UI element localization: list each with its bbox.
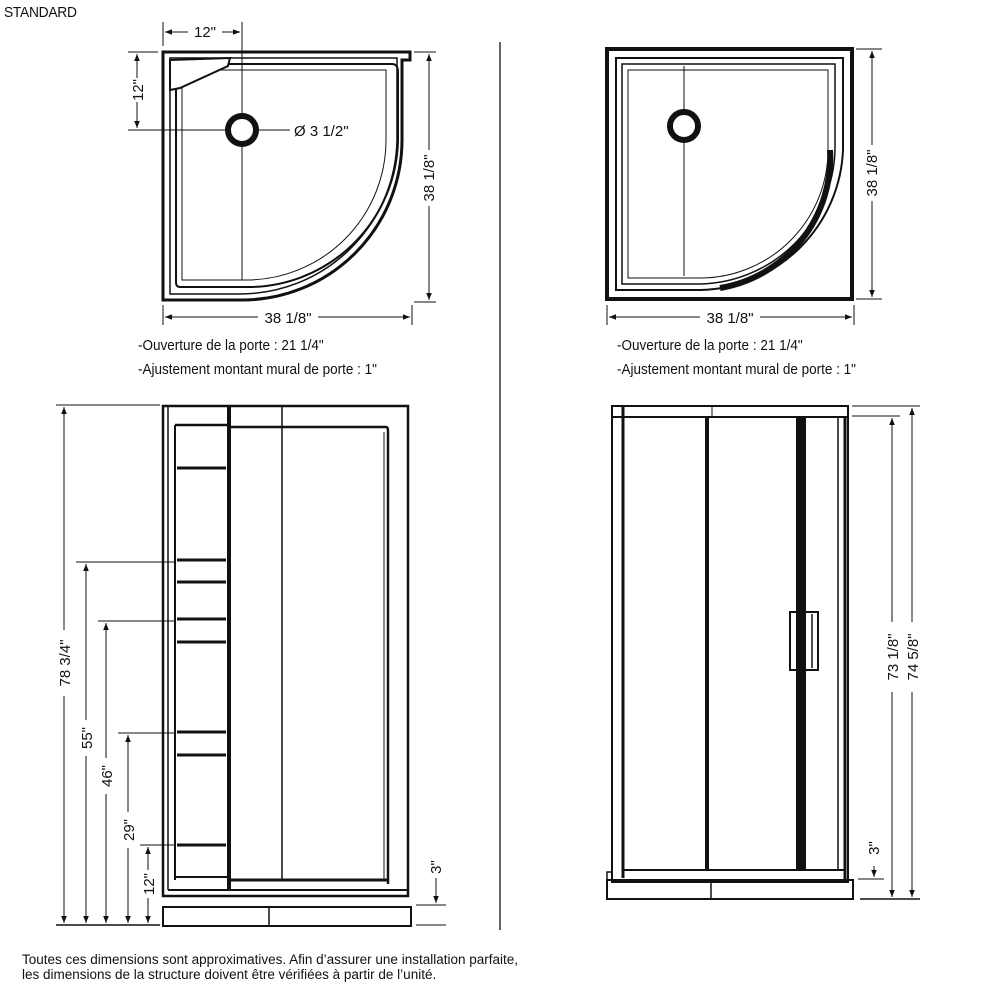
wall-adjustment-note: -Ajustement montant mural de porte : 1" xyxy=(617,361,856,378)
dim-shelf-46: 46" xyxy=(99,765,116,787)
dim-base-right: 3" xyxy=(866,841,883,855)
door-opening-note: -Ouverture de la porte : 21 1/4" xyxy=(138,337,324,354)
dim-plan-right-width: 38 1/8" xyxy=(706,310,753,327)
dim-shelf-12: 12" xyxy=(141,873,158,895)
elevation-left xyxy=(55,404,446,927)
dim-drain-x: 12" xyxy=(194,24,216,41)
plan-view-left xyxy=(128,22,438,326)
dim-drain-diameter: Ø 3 1/2" xyxy=(294,123,349,140)
dim-drain-y: 12" xyxy=(130,79,147,101)
dim-base-left: 3" xyxy=(428,860,445,874)
dim-shelf-29: 29" xyxy=(121,819,138,841)
disclaimer-line-2: les dimensions de la structure doivent ê… xyxy=(22,967,437,982)
plan-left-notes: -Ouverture de la porte : 21 1/4" -Ajuste… xyxy=(138,334,377,382)
dim-plan-left-depth: 38 1/8" xyxy=(421,154,438,201)
disclaimer: Toutes ces dimensions sont approximative… xyxy=(22,952,518,982)
dim-plan-right-depth: 38 1/8" xyxy=(864,149,881,196)
page-title: STANDARD xyxy=(4,4,77,21)
disclaimer-line-1: Toutes ces dimensions sont approximative… xyxy=(22,952,519,967)
dim-total-height-right: 74 5/8" xyxy=(905,633,922,680)
plan-view-right xyxy=(605,47,882,326)
door-opening-note: -Ouverture de la porte : 21 1/4" xyxy=(617,337,803,354)
dim-door-height: 73 1/8" xyxy=(885,633,902,680)
dim-total-height-left: 78 3/4" xyxy=(57,639,74,686)
elevation-right xyxy=(606,405,922,900)
dim-plan-left-width: 38 1/8" xyxy=(264,310,311,327)
wall-adjustment-note: -Ajustement montant mural de porte : 1" xyxy=(138,361,377,378)
dim-shelf-55: 55" xyxy=(79,727,96,749)
plan-right-notes: -Ouverture de la porte : 21 1/4" -Ajuste… xyxy=(617,334,856,382)
